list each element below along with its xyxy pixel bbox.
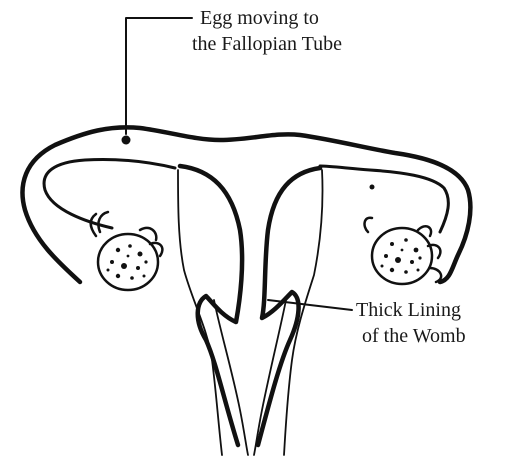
egg-label-line1: Egg moving to	[200, 6, 319, 30]
right-ovary	[365, 218, 442, 284]
uterus-right-wall	[284, 170, 323, 455]
right-tube-inner	[320, 166, 448, 232]
lining-label-line1: Thick Lining	[356, 298, 461, 322]
left-ovary	[91, 212, 163, 290]
right-tube-dot	[370, 185, 375, 190]
egg-in-tube	[122, 136, 131, 145]
egg-leader-line	[126, 18, 192, 134]
left-tube-inner	[44, 159, 175, 228]
lining-label-line2: of the Womb	[362, 324, 466, 348]
cervical-canal-right	[254, 300, 286, 455]
outer-contour	[23, 127, 471, 282]
lining-right	[258, 168, 320, 445]
egg-label-line2: the Fallopian Tube	[192, 32, 342, 56]
lining-left	[180, 166, 242, 445]
